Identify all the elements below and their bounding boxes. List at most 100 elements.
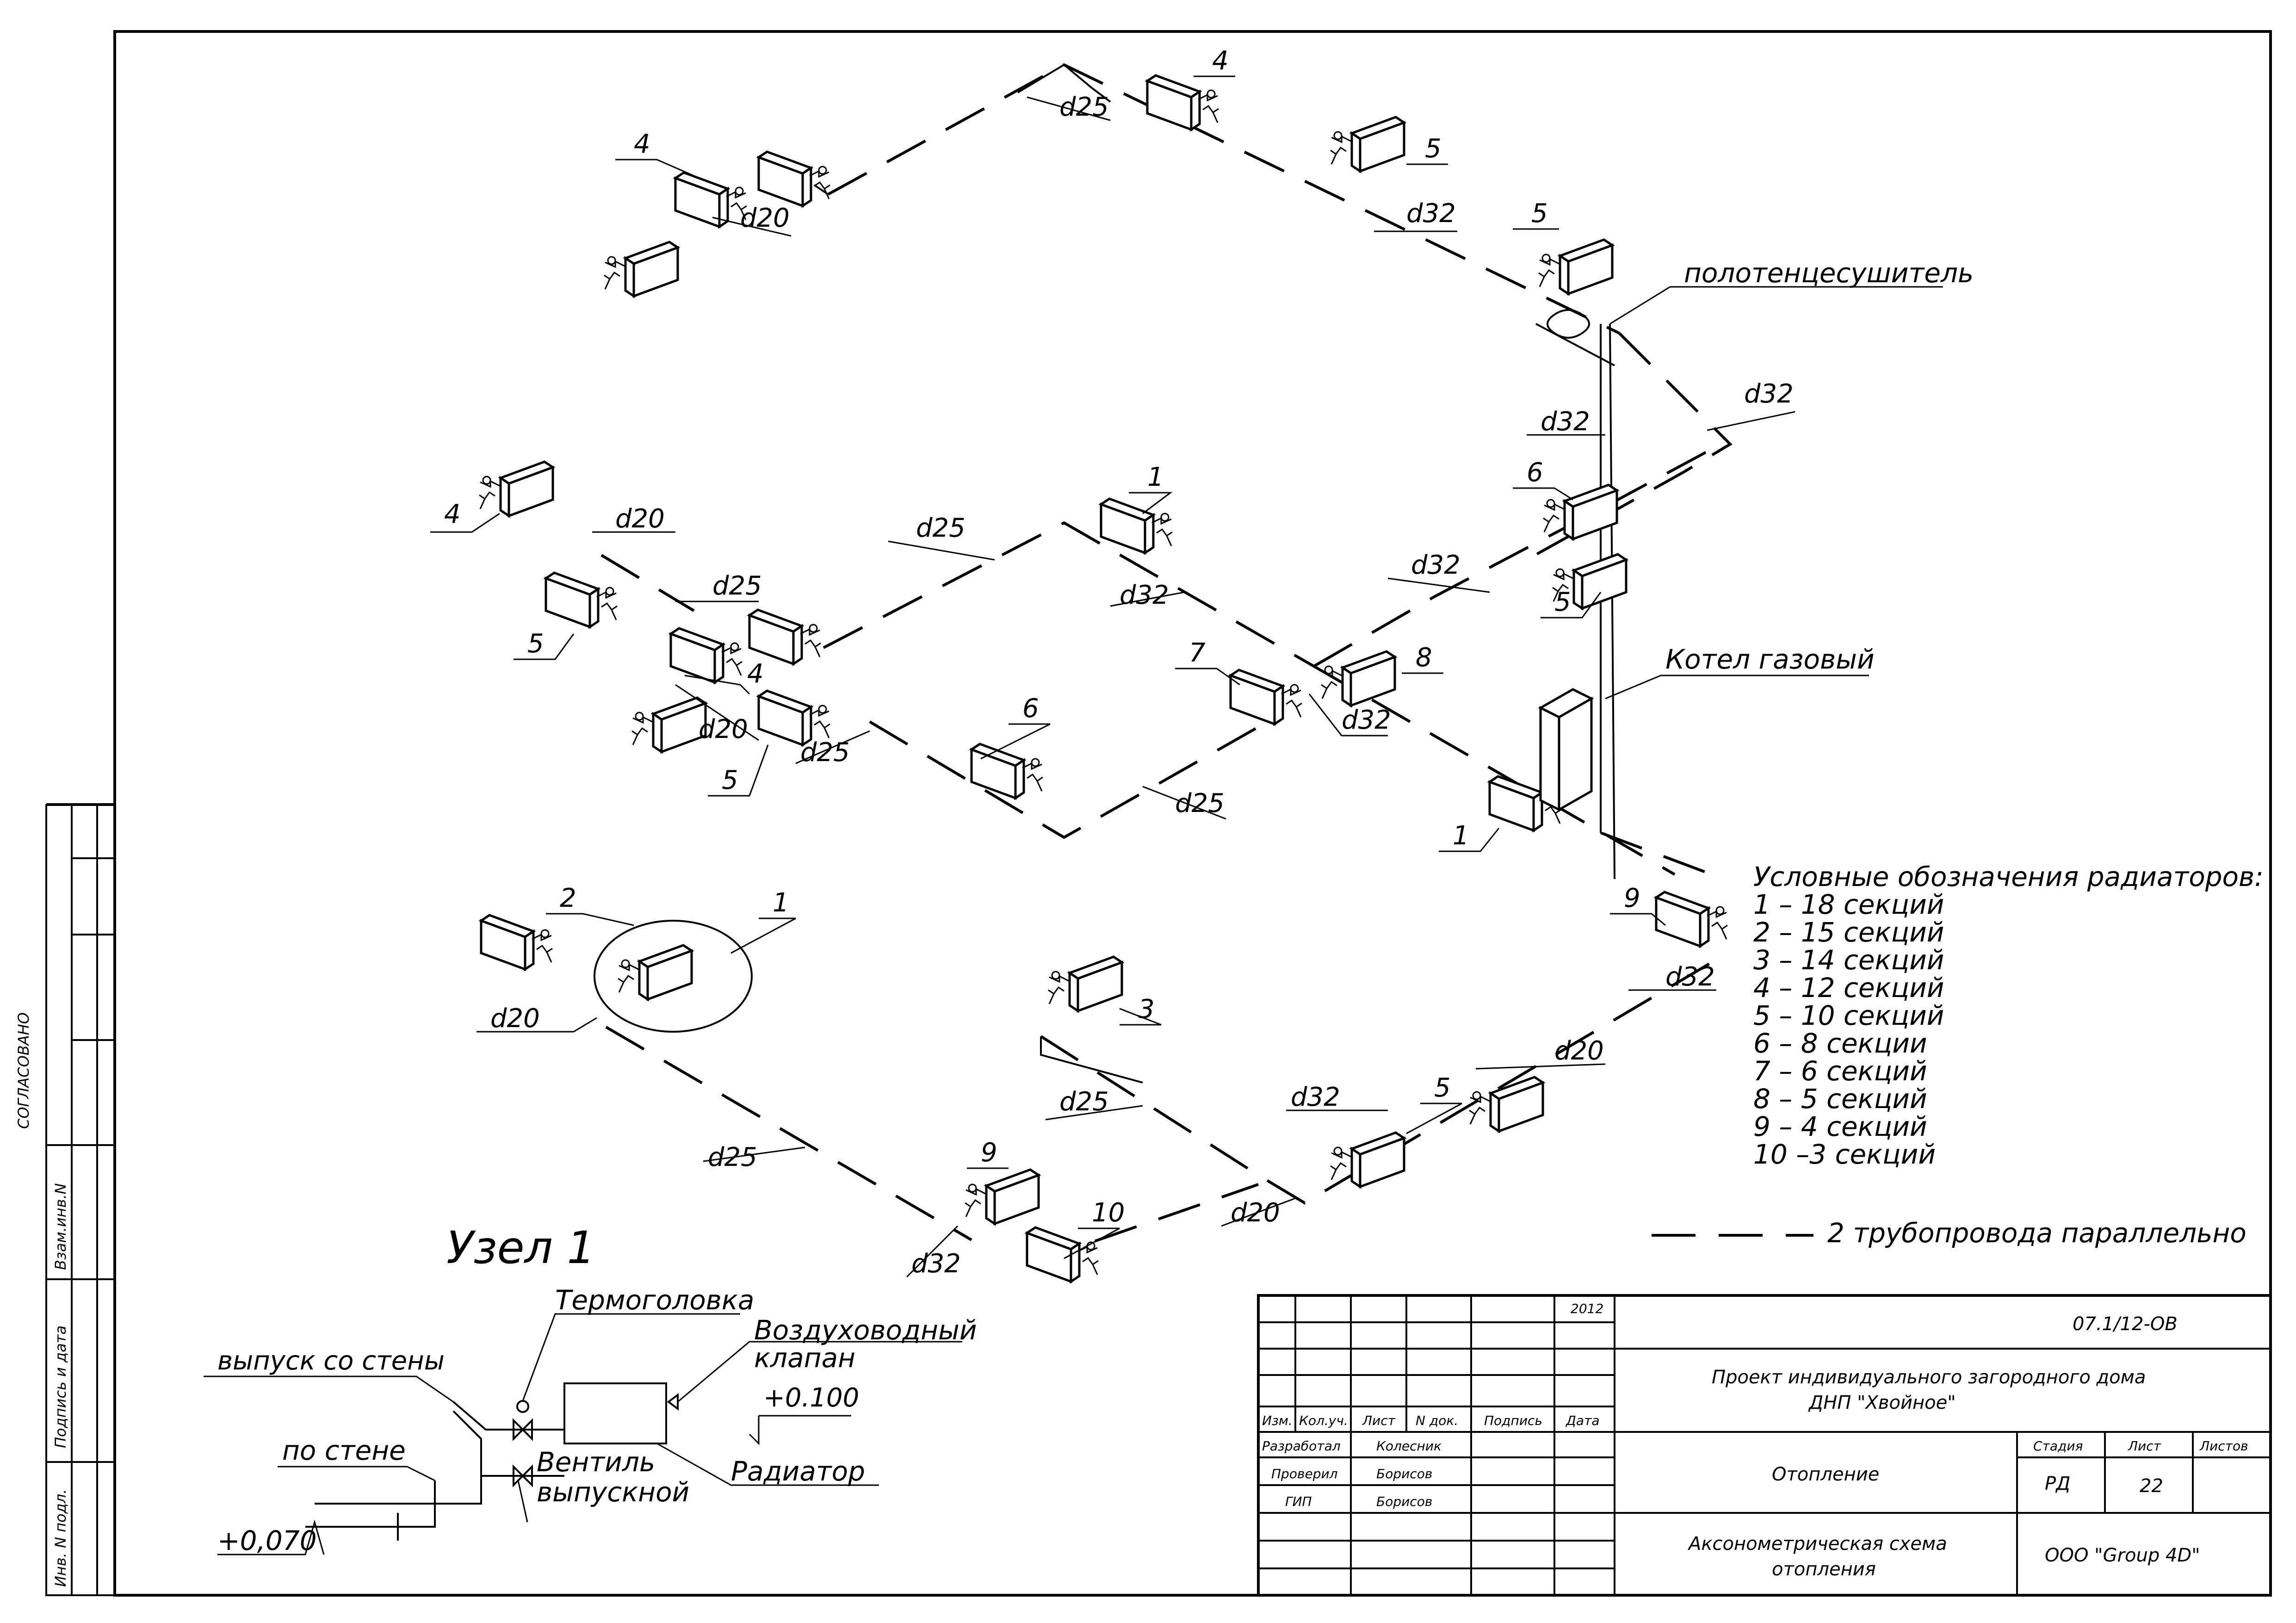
- radiator-top-3: [1539, 240, 1612, 294]
- radiator-mid-6: [632, 698, 706, 752]
- drawing-line-2: отопления: [1772, 1559, 1876, 1580]
- label-d32-top: d32: [1406, 198, 1456, 229]
- label-d32-low-right: d32: [1665, 962, 1715, 992]
- radiator-num-mid-6: 6: [1022, 694, 1039, 724]
- label-d25-mid-left: d25: [712, 571, 762, 601]
- radiator-low-3: [1048, 957, 1122, 1011]
- inv-orig-label: Инв. N подл.: [52, 1489, 69, 1587]
- radiator-num-mid-7: 7: [1189, 638, 1206, 668]
- legend-item: 1 – 18 секций: [1753, 889, 1944, 920]
- label-d20-mid-left: d20: [615, 504, 665, 534]
- label-d25-top: d25: [1059, 92, 1109, 122]
- radiator-num-mid-1: 4: [444, 499, 461, 529]
- radiator-top-4: [759, 152, 830, 206]
- label-d32-upright: d32: [1541, 407, 1590, 437]
- legend-title: Условные обозначения радиаторов:: [1753, 861, 2264, 892]
- radiator-label: Радиатор: [731, 1456, 865, 1487]
- legend-dash-note: 2 трубопровода параллельно: [1827, 1217, 2246, 1249]
- radiator-num-mid-2: 5: [527, 629, 544, 659]
- radiator-mid-3: [1101, 499, 1172, 553]
- label-d20-mid: d20: [699, 714, 748, 744]
- towel-dryer-icon: [1535, 309, 1615, 366]
- label-d25-low: d25: [708, 1142, 757, 1172]
- radiator-low-8: [1656, 892, 1727, 946]
- legend-item: 10 –3 секций: [1753, 1139, 1936, 1170]
- radiator-mid-4: [671, 628, 742, 682]
- valve-label-2: выпускной: [537, 1476, 689, 1508]
- node-title: Узел 1: [446, 1222, 595, 1274]
- radiator-num-top-4: 5: [1531, 198, 1548, 229]
- stage-value: РД: [2045, 1473, 2070, 1494]
- label-d25-mid: d25: [916, 513, 965, 543]
- sign-date-label: Подпись и дата: [52, 1326, 69, 1448]
- middle-floor-pipes: [600, 443, 1722, 876]
- label-d32-mid: d32: [1120, 580, 1169, 610]
- radiator-num-low-7: 9: [1624, 883, 1640, 913]
- radiator-num-top-2: 4: [634, 129, 650, 159]
- col-sheet: Лист: [1362, 1413, 1396, 1428]
- radiator-num-mid-4: 4: [747, 659, 764, 689]
- legend-item: 5 – 10 секций: [1753, 1000, 1944, 1031]
- agreed-label: СОГЛАСОВАНО: [15, 1012, 32, 1129]
- label-d32-right: d32: [1411, 550, 1461, 580]
- radiator-num-top-1: 4: [1212, 46, 1229, 76]
- radiator-mid-10: [1321, 651, 1395, 706]
- radiator-num-mid-10: 5: [1554, 587, 1571, 617]
- radiator-num-mid-11: 1: [1453, 821, 1469, 851]
- radiator-num-low-4: 9: [981, 1138, 997, 1168]
- label-d25-mid3: d25: [1175, 788, 1225, 818]
- label-d20-low2: d20: [1231, 1198, 1280, 1228]
- label-d20-low-right: d20: [1554, 1036, 1604, 1066]
- outlet-from-wall-label: выпуск со стены: [217, 1346, 445, 1376]
- radiator-mid-11: [1543, 485, 1617, 539]
- radiator-num-low-1: 2: [560, 883, 576, 913]
- legend-item: 9 – 4 секций: [1753, 1111, 1927, 1142]
- radiator-num-low-5: 10: [1092, 1198, 1125, 1228]
- legend-item: 6 – 8 секции: [1753, 1028, 1927, 1059]
- doc-code: 07.1/12-ОВ: [2073, 1313, 2178, 1335]
- lower-floor-pipes: [605, 961, 1713, 1264]
- level-100-label: +0.100: [763, 1383, 859, 1413]
- air-valve-label-1: Воздуховодный: [754, 1314, 977, 1346]
- towel-dryer-label: полотенцесушитель: [1684, 257, 1974, 289]
- label-d20-top: d20: [740, 203, 790, 233]
- radiator-top-2: [1331, 117, 1404, 171]
- radiator-num-low-3: 3: [1138, 994, 1155, 1024]
- radiator-legend: Условные обозначения радиаторов: 1 – 18 …: [1652, 861, 2264, 1249]
- gip-role: ГИП: [1285, 1494, 1312, 1509]
- drain-valve-icon: [513, 1464, 533, 1487]
- valve-label-1: Вентиль: [537, 1446, 655, 1478]
- thermo-head-label: Термоголовка: [555, 1284, 754, 1316]
- label-d25-low2: d25: [1059, 1087, 1109, 1117]
- thermostatic-valve-icon: [513, 1418, 533, 1441]
- label-d20-low: d20: [490, 1004, 540, 1034]
- radiator-top-6: [604, 242, 678, 296]
- boiler-leader: [1605, 675, 1869, 700]
- radiator-low-1: [481, 915, 552, 969]
- checker-name: Борисов: [1376, 1466, 1432, 1481]
- radiator-num-low-6: 5: [1434, 1073, 1451, 1103]
- label-d25-mid2: d25: [800, 737, 850, 768]
- year: 2012: [1571, 1301, 1603, 1316]
- title-block: 2012 07.1/12-ОВ Проект индивидуального з…: [1257, 1294, 2272, 1597]
- developer-name: Колесник: [1376, 1438, 1442, 1454]
- col-change: Изм.: [1262, 1413, 1293, 1428]
- radiator-mid-1: [479, 462, 553, 516]
- radiator-top-1: [1147, 75, 1219, 130]
- radiator-low-6: [1331, 1133, 1404, 1187]
- radiator-mid-7: [759, 691, 830, 745]
- legend-item: 8 – 5 секций: [1753, 1083, 1927, 1115]
- radiator-num-low-2: 1: [773, 888, 789, 918]
- radiator-num-top-3: 5: [1425, 134, 1442, 164]
- section-name: Отопление: [1772, 1464, 1879, 1485]
- radiator-top-5: [675, 173, 747, 227]
- boiler-icon: [1538, 688, 1594, 812]
- along-wall-label: по стене: [282, 1435, 406, 1466]
- node-radiator: [563, 1382, 667, 1444]
- boiler-label: Котел газовый: [1665, 644, 1875, 675]
- sheets-header: Листов: [2199, 1438, 2248, 1454]
- label-d32-low2: d32: [1291, 1082, 1340, 1112]
- radiator-mid-9: [1231, 670, 1302, 724]
- project-line-2: ДНП "Хвойное": [1808, 1392, 1956, 1413]
